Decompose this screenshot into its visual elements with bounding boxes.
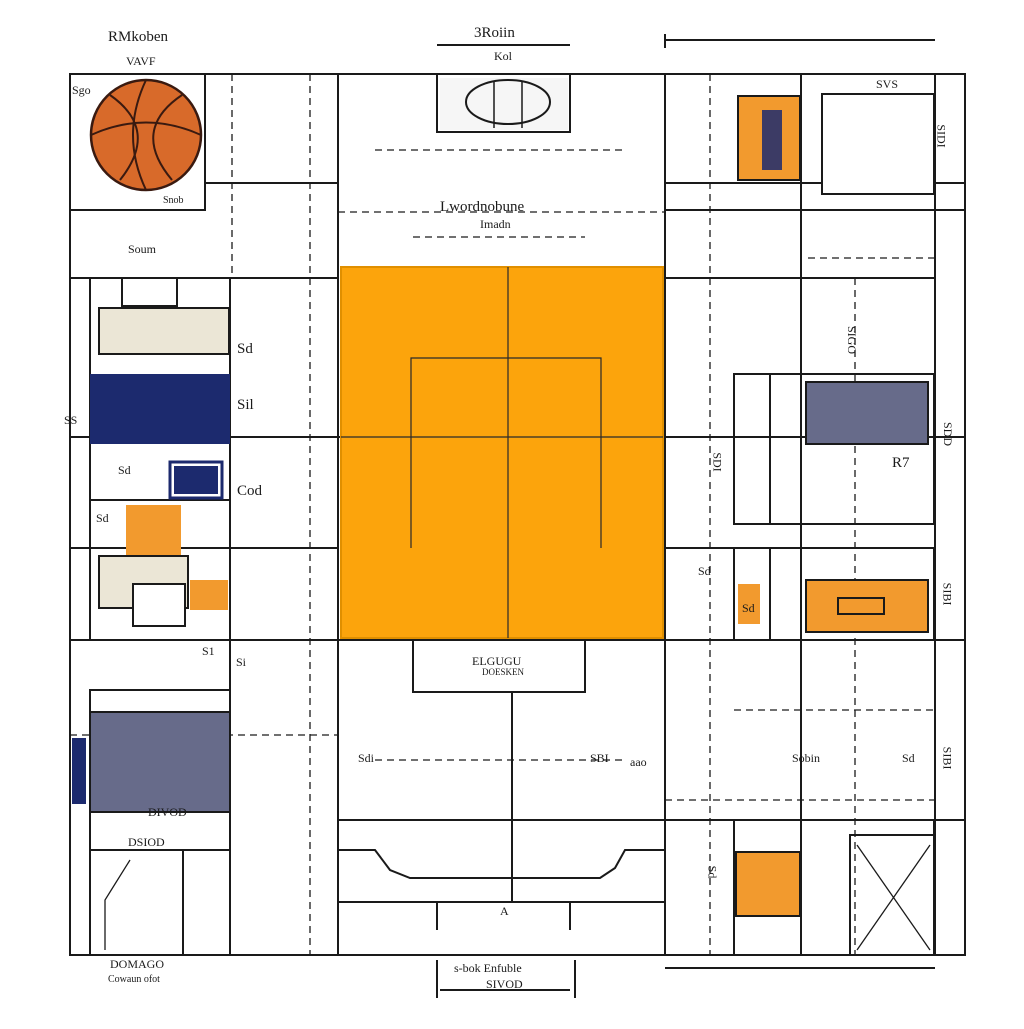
left-top-small bbox=[121, 277, 178, 307]
left-white-box bbox=[132, 583, 186, 627]
label-top-center-sub: Kol bbox=[494, 49, 512, 63]
label-mid-right-tag: aao bbox=[630, 755, 647, 769]
label-right-vert1: SIDI bbox=[934, 124, 949, 148]
label-ball-tag: Sgo bbox=[72, 83, 91, 97]
label-right-tag-1: R7 bbox=[892, 455, 910, 471]
right-lower-orange bbox=[735, 851, 801, 917]
label-mid-right-dim: SBI bbox=[590, 751, 609, 765]
label-left-box: Sd bbox=[118, 463, 131, 477]
basketball-icon bbox=[89, 78, 203, 192]
label-right-bottom-dim: Sd bbox=[705, 865, 720, 879]
label-right-mid-small: Sd bbox=[742, 601, 755, 615]
left-navy-strip bbox=[72, 738, 86, 804]
label-right-vert2: SIGO bbox=[845, 325, 860, 355]
label-court-footer-sub: DOESKEN bbox=[482, 667, 524, 677]
label-court-dim-center: A bbox=[500, 904, 509, 918]
label-top-center-title: 3Roiin bbox=[474, 25, 515, 41]
label-right-top-dim: SVS bbox=[876, 77, 899, 91]
label-left-bottom-caption: DSIOD bbox=[128, 835, 165, 849]
top-center-box bbox=[436, 73, 571, 133]
court bbox=[340, 266, 664, 639]
label-top-left-title: RMkoben bbox=[108, 29, 168, 45]
label-court-dim-left: S1 bbox=[202, 644, 215, 658]
top-center-white bbox=[440, 78, 568, 130]
label-counter: Soum bbox=[128, 242, 157, 256]
right-slate-panel bbox=[805, 381, 929, 445]
door-swing-icon bbox=[104, 844, 931, 951]
label-bottom-left: DOMAGO bbox=[110, 957, 164, 971]
left-navy-panel bbox=[90, 374, 230, 444]
right-mid-orange bbox=[738, 584, 760, 624]
label-left-side: SS bbox=[64, 413, 78, 427]
label-court-header: Lwordnobune bbox=[440, 199, 525, 215]
left-orange-box bbox=[190, 580, 228, 610]
court-footer-box bbox=[412, 639, 586, 693]
court-bottom-curve bbox=[338, 849, 665, 879]
left-orange-chair bbox=[126, 505, 181, 555]
court-floor bbox=[340, 266, 664, 639]
right-orange-bar-inner bbox=[837, 597, 885, 615]
label-bottom-center-sub: SIVOD bbox=[486, 977, 523, 991]
label-court-header-sub: Imadn bbox=[480, 217, 511, 231]
basketball-frame bbox=[69, 73, 206, 211]
label-right-dim-low2: Sd bbox=[902, 751, 915, 765]
label-left-dim2: Sil bbox=[237, 397, 254, 413]
label-right-vert3: SDD bbox=[941, 421, 956, 447]
label-top-left-sub: VAVF bbox=[126, 54, 156, 68]
left-cream-panel bbox=[98, 307, 230, 355]
label-right-vert5: SIBI bbox=[940, 746, 955, 770]
label-mid-left-dim: Sdi bbox=[358, 751, 375, 765]
label-left-small: Sd bbox=[96, 511, 109, 525]
label-ball-caption: Snob bbox=[163, 195, 184, 206]
label-left-bottom-tag: DIVOD bbox=[148, 805, 187, 819]
label-right-panel-a: SDI bbox=[710, 452, 725, 472]
left-slate-panel bbox=[89, 711, 231, 813]
label-left-dim3: Cod bbox=[237, 483, 263, 499]
label-right-vert4: SIBI bbox=[940, 582, 955, 606]
right-white-card bbox=[821, 93, 935, 195]
label-right-dim-low: Sobin bbox=[792, 751, 821, 765]
label-left-dim1: Sd bbox=[237, 341, 253, 357]
hoop-icon bbox=[465, 79, 551, 128]
right-orange-card-inner bbox=[762, 110, 782, 170]
label-right-panel-b: Sd bbox=[698, 564, 711, 578]
court-key bbox=[410, 357, 602, 548]
label-court-footer: ELGUGU bbox=[472, 654, 522, 668]
label-bottom-left-sub: Cowaun ofot bbox=[108, 974, 160, 985]
left-monitor-screen bbox=[174, 466, 218, 494]
label-bottom-center: s-bok Enfuble bbox=[454, 961, 522, 975]
right-orange-bar bbox=[805, 579, 929, 633]
label-left-dim-low: Si bbox=[236, 655, 247, 669]
